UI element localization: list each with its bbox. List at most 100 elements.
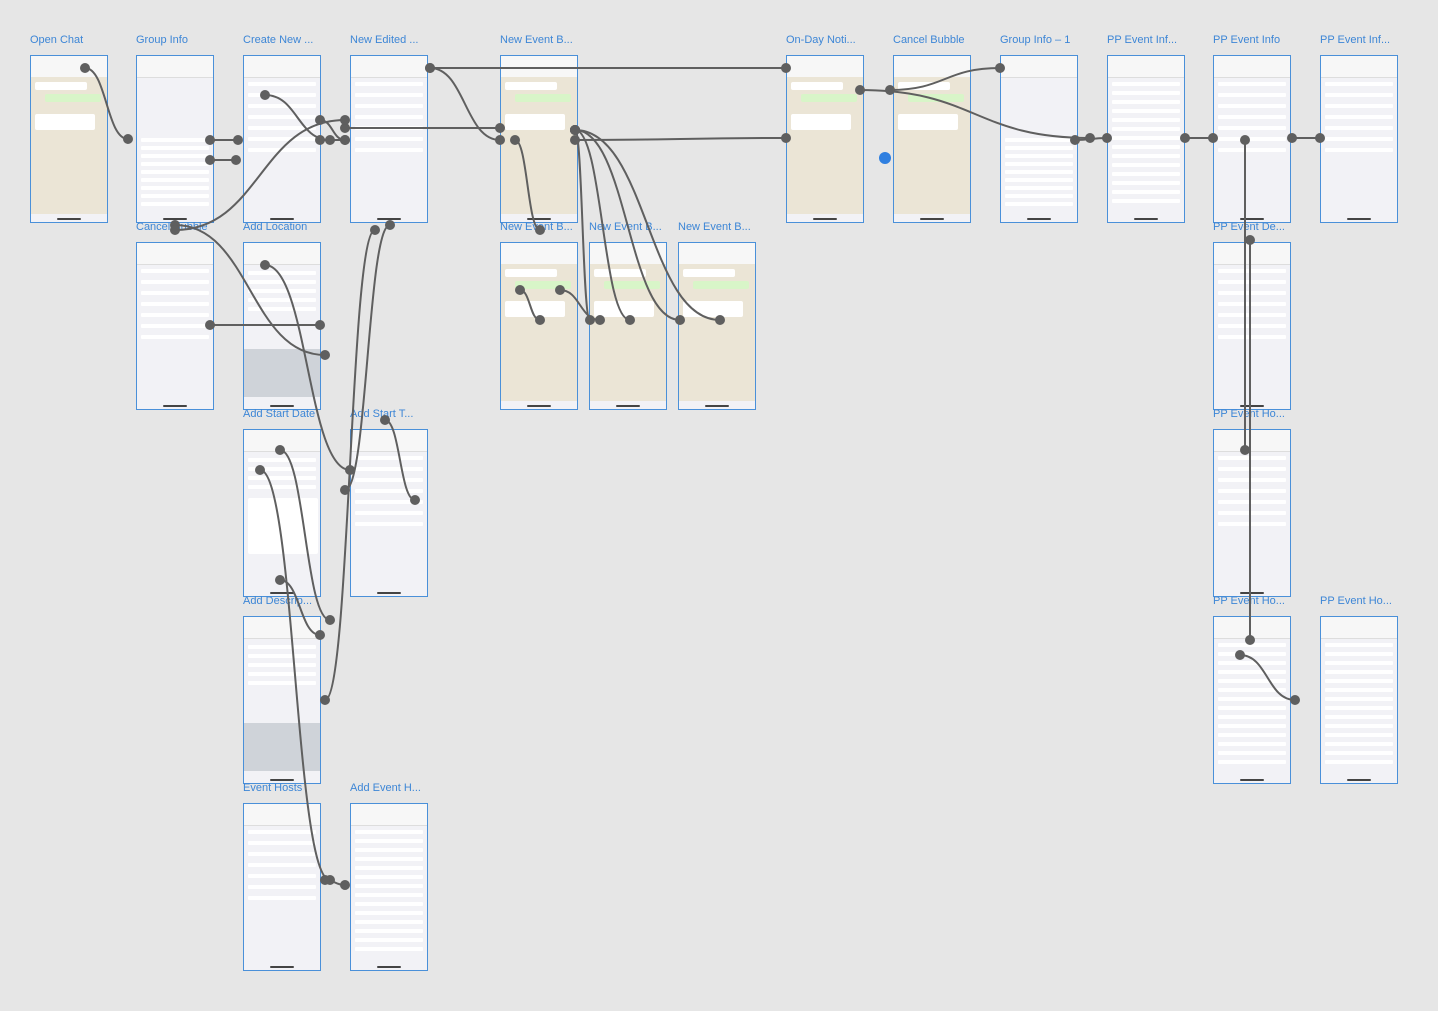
frame-label-event-hosts[interactable]: Event Hosts	[243, 782, 303, 794]
connector-handle[interactable]	[885, 85, 895, 95]
connector-handle[interactable]	[340, 135, 350, 145]
connector-handle[interactable]	[1208, 133, 1218, 143]
connector-handle[interactable]	[80, 63, 90, 73]
connector-handle[interactable]	[425, 63, 435, 73]
connector-handle[interactable]	[570, 135, 580, 145]
screen-frame-pp-event-info[interactable]	[1213, 55, 1291, 223]
frame-label-add-descrip[interactable]: Add Descrip...	[243, 595, 313, 607]
connector-handle[interactable]	[570, 125, 580, 135]
connector-handle[interactable]	[315, 135, 325, 145]
connector-handle[interactable]	[340, 880, 350, 890]
connector-handle[interactable]	[205, 135, 215, 145]
connector-handle[interactable]	[325, 615, 335, 625]
connector-handle[interactable]	[995, 63, 1005, 73]
connector-handle[interactable]	[1235, 650, 1245, 660]
connector-handle[interactable]	[855, 85, 865, 95]
screen-frame-pp-event-de[interactable]	[1213, 242, 1291, 410]
screen-frame-open-chat[interactable]	[30, 55, 108, 223]
frame-label-pp-event-ho-1[interactable]: PP Event Ho...	[1213, 408, 1285, 420]
frame-label-pp-event-inf-2[interactable]: PP Event Inf...	[1320, 34, 1391, 46]
frame-label-new-event-b3[interactable]: New Event B...	[589, 221, 662, 233]
connector-handle[interactable]	[233, 135, 243, 145]
connector-handle[interactable]	[781, 133, 791, 143]
connector-handle[interactable]	[555, 285, 565, 295]
connector-handle[interactable]	[340, 485, 350, 495]
frame-label-new-event-b4[interactable]: New Event B...	[678, 221, 751, 233]
frame-label-on-day-noti[interactable]: On-Day Noti...	[786, 34, 856, 46]
connector-handle[interactable]	[255, 465, 265, 475]
connector-handle[interactable]	[1245, 635, 1255, 645]
screen-frame-cancel-bubble-1[interactable]	[893, 55, 971, 223]
connector-handle[interactable]	[340, 115, 350, 125]
screen-frame-pp-event-inf-1[interactable]	[1107, 55, 1185, 223]
connector-handle[interactable]	[625, 315, 635, 325]
frame-label-pp-event-ho-3[interactable]: PP Event Ho...	[1320, 595, 1392, 607]
connector-handle[interactable]	[595, 315, 605, 325]
screen-frame-new-event-b4[interactable]	[678, 242, 756, 410]
screen-frame-new-event-b3[interactable]	[589, 242, 667, 410]
connector-handle[interactable]	[510, 135, 520, 145]
connector-handle[interactable]	[1240, 445, 1250, 455]
frame-label-create-new[interactable]: Create New ...	[243, 34, 314, 46]
connector-handle[interactable]	[1102, 133, 1112, 143]
connector-handle[interactable]	[1180, 133, 1190, 143]
connector-handle[interactable]	[1070, 135, 1080, 145]
connector-handle[interactable]	[675, 315, 685, 325]
connector-handle[interactable]	[380, 415, 390, 425]
connector-handle[interactable]	[1240, 135, 1250, 145]
frame-label-open-chat[interactable]: Open Chat	[30, 34, 84, 46]
frame-label-pp-event-ho-2[interactable]: PP Event Ho...	[1213, 595, 1285, 607]
screen-frame-on-day-noti[interactable]	[786, 55, 864, 223]
screen-frame-add-descrip[interactable]	[243, 616, 321, 784]
connector-handle[interactable]	[495, 135, 505, 145]
screen-frame-pp-event-ho-2[interactable]	[1213, 616, 1291, 784]
frame-label-pp-event-de[interactable]: PP Event De...	[1213, 221, 1285, 233]
connector-handle[interactable]	[320, 875, 330, 885]
connector-handle[interactable]	[1315, 133, 1325, 143]
connector-handle[interactable]	[315, 630, 325, 640]
connector-handle[interactable]	[320, 695, 330, 705]
connector-handle[interactable]	[495, 123, 505, 133]
frame-label-group-info[interactable]: Group Info	[136, 34, 188, 46]
screen-frame-group-info[interactable]	[136, 55, 214, 223]
connector-handle[interactable]	[205, 320, 215, 330]
screen-frame-pp-event-inf-2[interactable]	[1320, 55, 1398, 223]
frame-label-pp-event-info[interactable]: PP Event Info	[1213, 34, 1281, 46]
connector-handle[interactable]	[1245, 235, 1255, 245]
connector-handle[interactable]	[781, 63, 791, 73]
connector-handle[interactable]	[275, 575, 285, 585]
connector-handle[interactable]	[231, 155, 241, 165]
frame-label-add-location[interactable]: Add Location	[243, 221, 308, 233]
frame-label-group-info-1[interactable]: Group Info – 1	[1000, 34, 1071, 46]
frame-label-cancel-bubble-1[interactable]: Cancel Bubble	[893, 34, 965, 46]
connector-handle[interactable]	[535, 315, 545, 325]
frame-label-add-start-date[interactable]: Add Start Date	[243, 408, 316, 420]
connector-handle[interactable]	[260, 90, 270, 100]
screen-frame-group-info-1[interactable]	[1000, 55, 1078, 223]
connector-handle[interactable]	[1085, 133, 1095, 143]
frame-label-new-edited[interactable]: New Edited ...	[350, 34, 419, 46]
connector-handle[interactable]	[275, 445, 285, 455]
selected-connector-handle[interactable]	[879, 152, 891, 164]
frame-label-add-event-h[interactable]: Add Event H...	[350, 782, 421, 794]
frame-label-add-start-t[interactable]: Add Start T...	[350, 408, 414, 420]
connector-handle[interactable]	[170, 225, 180, 235]
connector-handle[interactable]	[205, 155, 215, 165]
connector-handle[interactable]	[410, 495, 420, 505]
connector-handle[interactable]	[370, 225, 380, 235]
screen-frame-pp-event-ho-1[interactable]	[1213, 429, 1291, 597]
screen-frame-add-start-t[interactable]	[350, 429, 428, 597]
connector-handle[interactable]	[340, 123, 350, 133]
screen-frame-cancel-bubble-2[interactable]	[136, 242, 214, 410]
connector-handle[interactable]	[260, 260, 270, 270]
connector-handle[interactable]	[315, 320, 325, 330]
connector-handle[interactable]	[535, 225, 545, 235]
connector-handle[interactable]	[1287, 133, 1297, 143]
connector-handle[interactable]	[1290, 695, 1300, 705]
screen-frame-pp-event-ho-3[interactable]	[1320, 616, 1398, 784]
connector-handle[interactable]	[515, 285, 525, 295]
connector-handle[interactable]	[320, 350, 330, 360]
screen-frame-new-event-b2[interactable]	[500, 242, 578, 410]
screen-frame-event-hosts[interactable]	[243, 803, 321, 971]
connector-handle[interactable]	[123, 134, 133, 144]
